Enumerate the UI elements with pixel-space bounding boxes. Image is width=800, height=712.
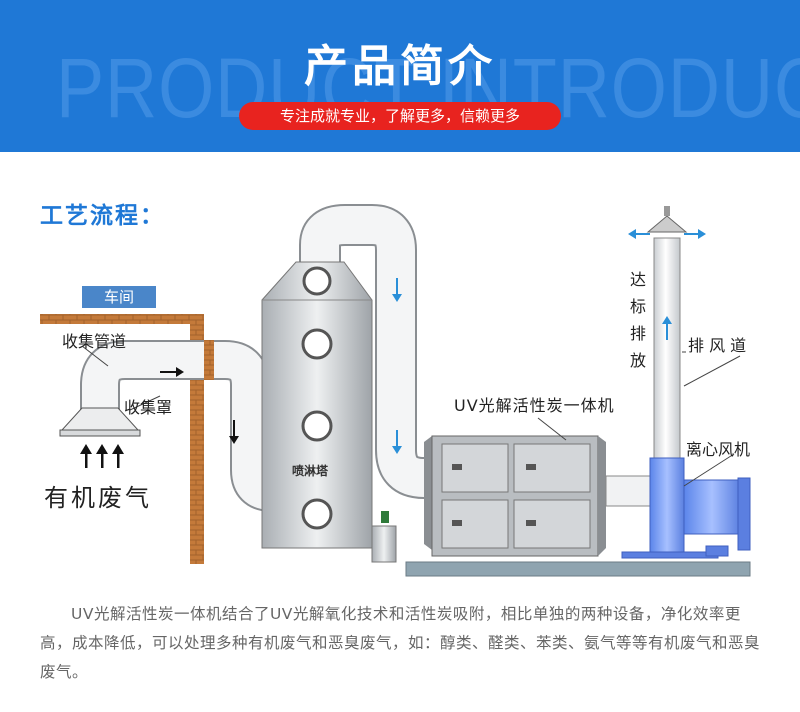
- label-stack-text: 达 标 排 放: [628, 266, 648, 374]
- stack-char: 放: [629, 351, 646, 370]
- label-uv-unit: UV光解活性炭一体机: [454, 396, 615, 415]
- label-spray-tower: 喷淋塔: [292, 464, 329, 478]
- tagline-badge: 专注成就专业，了解更多，信赖更多: [239, 102, 561, 130]
- exhaust-stack: [653, 237, 681, 461]
- label-organic-gas: 有机废气: [44, 484, 152, 512]
- base-platform: [405, 561, 751, 577]
- tower-portholes: [301, 266, 333, 530]
- gas-up-arrows: [80, 444, 124, 468]
- label-collect-hood: 收集罩: [124, 398, 173, 417]
- stack-char: 达: [629, 270, 646, 289]
- section-title: 工艺流程：: [40, 203, 165, 229]
- label-exhaust-duct: 排 风 道: [688, 336, 747, 355]
- stack-char: 排: [629, 324, 646, 343]
- leader-lines: [81, 345, 741, 487]
- stack-char: 标: [629, 297, 646, 316]
- centrifugal-fan: [621, 457, 751, 559]
- process-diagram: [40, 204, 751, 577]
- uv-unit: [424, 435, 606, 557]
- stack-cap: [646, 215, 688, 233]
- page-title: 产品简介: [304, 41, 496, 92]
- header-banner: PRODUCT INTRODUCTION 产品简介 专注成就专业，了解更多，信赖…: [0, 0, 800, 152]
- description-paragraph: UV光解活性炭一体机结合了UV光解氧化技术和活性炭吸附，相比单独的两种设备，净化…: [40, 605, 761, 681]
- circulation-pump: [371, 525, 397, 563]
- label-centrifugal-fan: 离心风机: [686, 440, 751, 459]
- workshop-roof: [40, 314, 204, 324]
- workshop-badge: 车间: [82, 286, 156, 308]
- label-collect-pipe: 收集管道: [62, 332, 127, 351]
